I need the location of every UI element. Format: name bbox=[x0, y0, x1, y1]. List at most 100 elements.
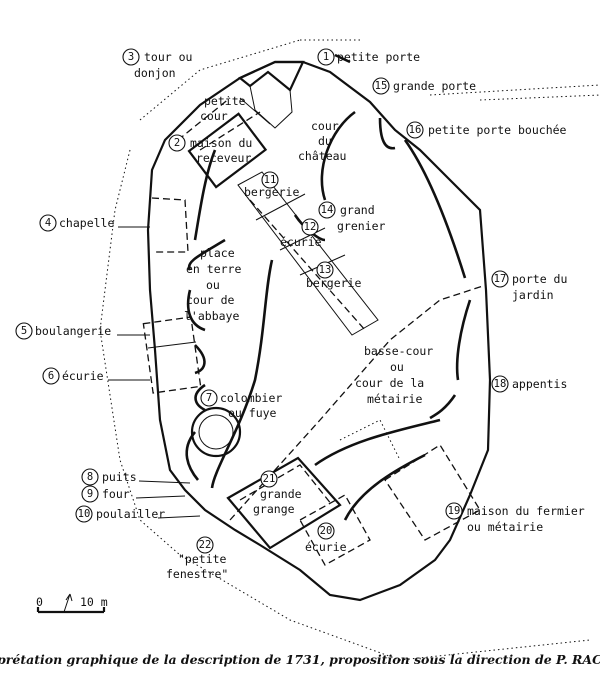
boulangerie-building bbox=[142, 316, 202, 394]
label-11: 11 bergerie bbox=[244, 171, 299, 199]
enclosure-wall bbox=[146, 60, 492, 602]
leader-lines bbox=[108, 226, 201, 519]
num-13: 13 bbox=[319, 264, 332, 276]
label-porte-jardin-1: porte du bbox=[512, 272, 567, 286]
label-ecurie-12: écurie bbox=[280, 235, 322, 249]
label-basse-cour-2: ou bbox=[390, 360, 404, 374]
maison-receveur-building bbox=[187, 112, 268, 189]
label-place-2: en terre bbox=[186, 262, 241, 276]
num-16: 16 bbox=[409, 124, 422, 136]
label-9: 9 four bbox=[81, 485, 130, 503]
label-15: 15 grande porte bbox=[372, 77, 476, 95]
label-donjon: donjon bbox=[134, 66, 176, 80]
label-porte-jardin-2: jardin bbox=[512, 288, 554, 302]
north-arrow-icon bbox=[63, 593, 73, 613]
label-petite-cour: petite cour bbox=[200, 94, 246, 123]
label-21: 21 grande grange bbox=[253, 470, 302, 516]
label-10: 10 poulailler bbox=[75, 505, 165, 523]
label-petite-porte: petite porte bbox=[337, 50, 420, 64]
label-bergerie-13: bergerie bbox=[306, 276, 361, 290]
label-4: 4 chapelle bbox=[39, 214, 114, 232]
label-22: 22 "petite fenestre" bbox=[166, 536, 228, 581]
label-poulailler: poulailler bbox=[96, 507, 165, 521]
arrow-path-4 bbox=[403, 139, 467, 279]
scale-bar: 0 10 m bbox=[36, 593, 108, 614]
num-3: 3 bbox=[128, 51, 134, 63]
arrow-path-9 bbox=[194, 344, 206, 375]
scale-ten: 10 m bbox=[80, 595, 108, 609]
label-7: 7 colombier ou fuye bbox=[200, 389, 282, 420]
label-grande-grange-1: grande bbox=[260, 487, 302, 501]
label-17: 17 porte du jardin bbox=[491, 270, 567, 302]
label-8: 8 puits bbox=[81, 468, 137, 486]
num-18: 18 bbox=[494, 378, 507, 390]
arrow-path-1 bbox=[334, 53, 351, 64]
maison-fermier-building bbox=[384, 444, 481, 541]
arrow-path-10 bbox=[194, 383, 206, 412]
label-tour: tour ou bbox=[144, 50, 192, 64]
label-bergerie-11: bergerie bbox=[244, 185, 299, 199]
num-11: 11 bbox=[264, 174, 277, 186]
label-grand-grenier-1: grand bbox=[340, 203, 375, 217]
label-18: 18 appentis bbox=[491, 375, 567, 393]
label-grand-grenier-2: grenier bbox=[337, 219, 386, 233]
bergerie-building bbox=[237, 171, 379, 336]
label-puits: puits bbox=[102, 470, 137, 484]
label-place-5: l'abbaye bbox=[184, 309, 239, 323]
label-place-3: ou bbox=[206, 278, 220, 292]
num-22: 22 bbox=[199, 539, 212, 551]
num-12: 12 bbox=[304, 221, 317, 233]
boulangerie-divider bbox=[147, 341, 197, 349]
label-cour-chateau-3: château bbox=[298, 149, 346, 163]
label-basse-cour-4: métairie bbox=[367, 392, 422, 406]
label-place-1: place bbox=[200, 246, 235, 260]
arrow-path-8 bbox=[186, 289, 206, 332]
label-3: 3 tour ou donjon bbox=[122, 48, 192, 80]
arrow-path-3 bbox=[378, 117, 396, 150]
num-20: 20 bbox=[320, 525, 333, 537]
arrow-path-5 bbox=[455, 299, 472, 381]
label-colombier-1: colombier bbox=[220, 391, 282, 405]
scale-zero: 0 bbox=[36, 595, 43, 609]
arrow-path-12 bbox=[210, 259, 274, 489]
figure-caption: Interprétation graphique de la descripti… bbox=[0, 652, 600, 667]
label-ecurie-6: écurie bbox=[62, 369, 104, 383]
label-ecurie-20: écurie bbox=[305, 540, 347, 554]
label-appentis: appentis bbox=[512, 377, 567, 391]
num-2: 2 bbox=[174, 137, 180, 149]
label-cour-chateau-2: du bbox=[318, 134, 332, 148]
label-petite-cour-1: petite bbox=[204, 94, 246, 108]
num-7: 7 bbox=[206, 392, 212, 404]
bergerie-inner-dash bbox=[249, 199, 366, 331]
num-19: 19 bbox=[448, 505, 461, 517]
label-grande-grange-2: grange bbox=[253, 502, 295, 516]
arrow-path-14 bbox=[314, 418, 441, 467]
arrow-path-11 bbox=[185, 431, 200, 481]
label-petite-fenestre-1: "petite bbox=[178, 552, 227, 566]
grande-grange-inner bbox=[239, 464, 333, 506]
chapelle-building bbox=[151, 197, 189, 253]
label-19: 19 maison du fermier ou métairie bbox=[445, 502, 585, 534]
label-13: 13 bergerie bbox=[306, 261, 361, 290]
petite-cour-wall bbox=[177, 97, 261, 151]
label-basse-cour: basse-cour ou cour de la métairie bbox=[355, 344, 433, 406]
label-boulangerie: boulangerie bbox=[35, 324, 111, 338]
label-grande-porte: grande porte bbox=[393, 79, 476, 93]
num-8: 8 bbox=[87, 471, 93, 483]
dotted-field bbox=[339, 419, 401, 461]
arrow-path-15 bbox=[343, 453, 426, 521]
label-20: 20 écurie bbox=[305, 522, 347, 554]
num-10: 10 bbox=[78, 508, 91, 520]
arrow-path-2 bbox=[320, 110, 356, 201]
label-maison-1: maison du bbox=[190, 136, 252, 150]
label-16: 16 petite porte bouchée bbox=[406, 121, 567, 139]
colombier-outer bbox=[190, 406, 242, 458]
label-basse-cour-1: basse-cour bbox=[364, 344, 433, 358]
num-14: 14 bbox=[321, 204, 334, 216]
arrow-path-7 bbox=[187, 238, 226, 271]
num-17: 17 bbox=[494, 273, 507, 285]
label-1: 1 petite porte bbox=[317, 48, 420, 66]
label-petite-fenestre-2: fenestre" bbox=[166, 567, 228, 581]
label-6: 6 écurie bbox=[42, 367, 104, 385]
